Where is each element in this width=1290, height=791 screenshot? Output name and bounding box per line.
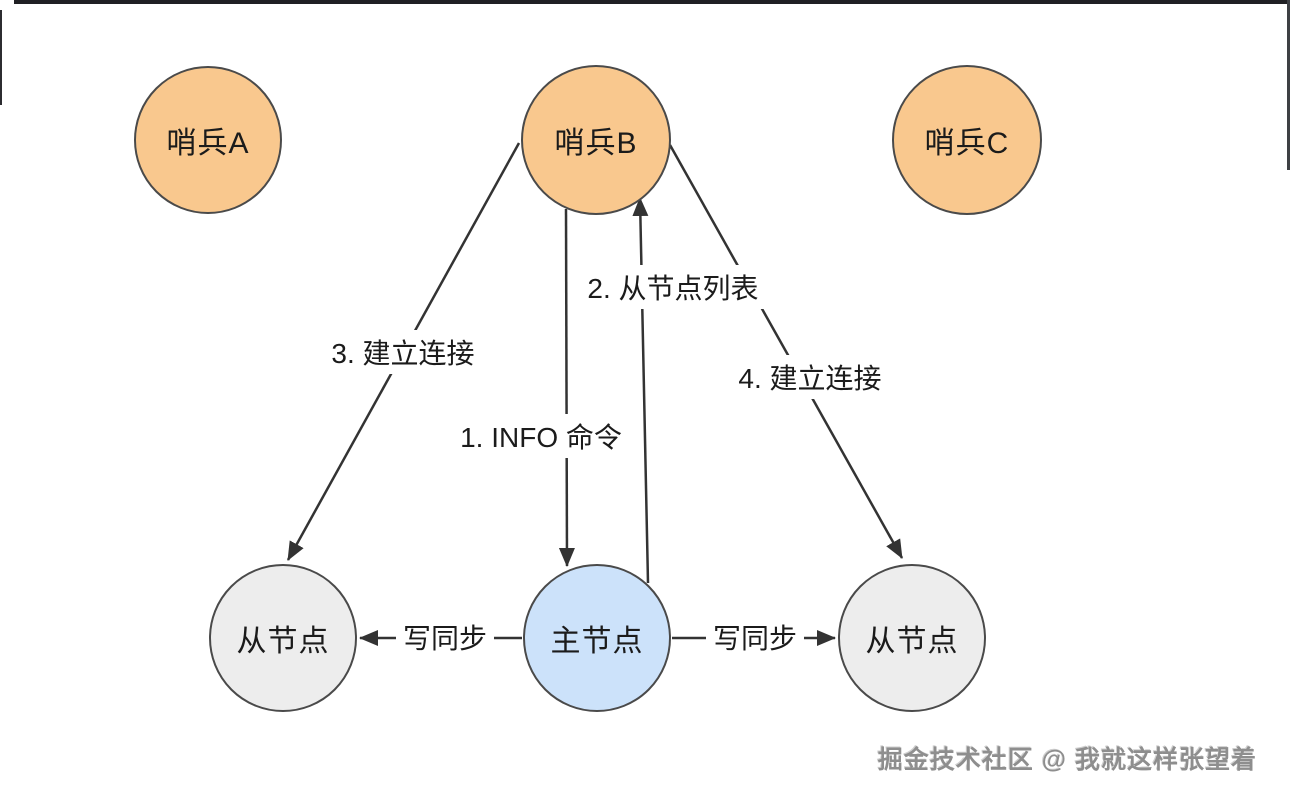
edge-label-slave-node-list: 2. 从节点列表 [580,265,766,309]
screen-edge-artifact-top [14,0,1290,4]
edge-label-connect-slave-right: 4. 建立连接 [731,355,889,399]
edge-label-write-sync-left: 写同步 [395,615,495,659]
node-sentinel-a: 哨兵A [134,66,282,214]
node-slave-right-label: 从节点 [865,625,959,658]
node-sentinel-b-label: 哨兵B [554,127,638,160]
edge-label-connect-slave-left: 3. 建立连接 [324,330,482,374]
node-master: 主节点 [523,564,671,712]
screen-edge-artifact-right [1287,0,1290,170]
node-sentinel-a-label: 哨兵A [166,127,250,160]
node-slave-left: 从节点 [209,564,357,712]
edge-info-command-line [558,208,575,567]
edge-slave-node-list-line [632,197,650,584]
node-sentinel-b: 哨兵B [521,65,671,215]
node-master-label: 主节点 [550,625,644,658]
screen-edge-artifact-left [0,10,2,105]
watermark-text: 掘金技术社区 @ 我就这样张望着 [877,746,1257,774]
edge-connect-slave-right-line [668,144,904,559]
node-slave-right: 从节点 [838,564,986,712]
node-sentinel-c: 哨兵C [892,65,1042,215]
node-slave-left-label: 从节点 [236,625,330,658]
edge-label-write-sync-right: 写同步 [705,615,805,659]
edge-label-info-command: 1. INFO 命令 [453,414,629,458]
node-sentinel-c-label: 哨兵C [924,127,1010,160]
